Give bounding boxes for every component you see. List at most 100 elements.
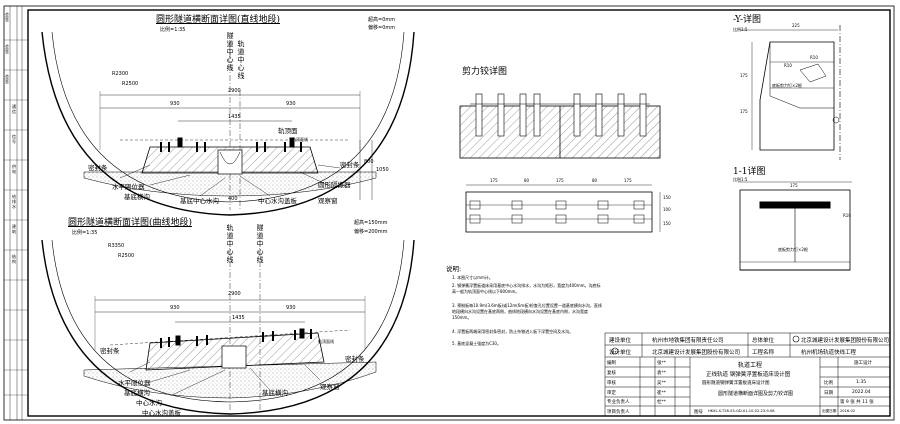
title-block-grid bbox=[604, 332, 891, 417]
notes-title: 说明: bbox=[446, 265, 462, 273]
tb-role-3: 审核 bbox=[607, 381, 616, 386]
tb-scale: 1:35 bbox=[856, 380, 867, 385]
detail-y-scale: 比例1:5 bbox=[733, 27, 748, 32]
curve-label-rail-top: 轨顶面线 bbox=[318, 339, 334, 344]
curve-section-title: 圆形隧道横断面详图(曲线地段) bbox=[68, 218, 193, 228]
curve-dim-1435: 1435 bbox=[232, 315, 245, 321]
shear-dim-2: 80 bbox=[524, 178, 530, 183]
straight-label-center-drain: 基底中心水沟 bbox=[180, 197, 219, 205]
notes-line-5: 5. 基底混凝土强度为C30。 bbox=[452, 341, 501, 346]
tb-drawing-title-4: 圆形隧道横断面详图及剪力铰详图 bbox=[718, 391, 794, 397]
straight-label-rail: 轨顶面 bbox=[278, 127, 298, 135]
strip-cell-6: 结构 bbox=[12, 254, 16, 264]
company-logo-icon bbox=[611, 335, 800, 355]
tb-name-4: 崔** bbox=[657, 391, 666, 396]
straight-tunnel-centerline-label: 隧道中心线 bbox=[226, 32, 234, 72]
tb-role-1: 编制 bbox=[607, 361, 616, 366]
curve-dim-930b: 930 bbox=[286, 305, 296, 311]
curve-label-base-drain: 基底横沟 bbox=[124, 389, 150, 397]
tb-scale-label: 比例 bbox=[824, 381, 833, 386]
shear-side-dim-3: 150 bbox=[663, 221, 671, 226]
tb-drawing-title-1: 轨道工程 bbox=[738, 362, 763, 369]
straight-label-observation: 观察窗 bbox=[318, 197, 338, 205]
straight-label-seal-right: 密封条 bbox=[340, 161, 360, 169]
tb-drawing-title-3: 圆形隧道钢弹簧浮置板道床设计图 bbox=[702, 381, 770, 386]
curve-dim-r3350: R3350 bbox=[108, 243, 125, 249]
shear-dim-1: 175 bbox=[490, 178, 498, 183]
tb-drawing-no-label: 图号 bbox=[694, 410, 703, 415]
notes-line-1: 1. 本图尺寸以mm计。 bbox=[452, 275, 493, 280]
detail-y-label-stud: 底板剪力钉×2根 bbox=[772, 83, 802, 88]
curve-label-center-cover: 中心水沟盖板 bbox=[142, 409, 181, 417]
straight-superelevation: 超高=0mm bbox=[368, 17, 396, 23]
curve-section-drawing bbox=[41, 239, 415, 415]
tb-stage: 施工设计 bbox=[854, 361, 872, 366]
tb-sheet: 第 9 张 共 11 张 bbox=[840, 400, 874, 405]
curve-dim-930a: 930 bbox=[170, 305, 180, 311]
straight-dim-r2300: R2300 bbox=[112, 71, 129, 77]
tb-issue-date-label: 出图日期 bbox=[822, 409, 837, 413]
detail-y-dim-r2: 175 bbox=[740, 109, 748, 114]
tb-general-value: 北京城建设计发展集团股份有限公司 bbox=[801, 338, 890, 344]
curve-label-seal-left: 密封条 bbox=[100, 347, 120, 355]
shear-hinge-title: 剪力铰详图 bbox=[462, 67, 508, 77]
straight-section-title: 圆形隧道横断面详图(直线地段) bbox=[156, 15, 281, 25]
curve-label-base-trench: 基底横沟 bbox=[262, 389, 288, 397]
detail-y-dim-top: 225 bbox=[792, 23, 800, 28]
tb-name-2: 袁** bbox=[657, 371, 666, 376]
tb-date-label: 日期 bbox=[824, 391, 833, 396]
straight-label-limiter: 水平限位器 bbox=[112, 183, 145, 191]
shear-dim-4: 80 bbox=[592, 178, 598, 183]
curve-label-limiter: 水平限位器 bbox=[118, 379, 151, 387]
straight-label-rail-top: 轨顶面线 bbox=[292, 137, 308, 142]
detail-11-dim-r10: R10 bbox=[843, 213, 851, 218]
straight-dim-930a: 930 bbox=[170, 101, 180, 107]
strip-cell-4: 给排水 bbox=[12, 194, 16, 209]
tb-client-label: 建设单位 bbox=[609, 338, 632, 344]
strip-cell-5: 建筑 bbox=[12, 224, 16, 234]
notes-line-3: 3. 预制板每10.9m(3.6m板)或12m(6m板)检查孔位置设置一道基底横… bbox=[452, 303, 602, 320]
curve-offset: 偏移=200mm bbox=[354, 229, 388, 235]
curve-label-center-drain: 中心水沟 bbox=[136, 399, 162, 407]
tb-date: 2022.04 bbox=[852, 390, 871, 395]
curve-label-observation: 观察窗 bbox=[320, 383, 340, 391]
strip-cell-3: 供电 bbox=[12, 164, 16, 174]
detail-y-dim-r1: 175 bbox=[740, 73, 748, 78]
detail-11-scale: 比例1:5 bbox=[733, 177, 748, 182]
tb-name-5: 杜** bbox=[657, 400, 666, 405]
tb-designer-label: 设计单位 bbox=[609, 350, 632, 356]
notes-line-4: 4. 浮置板两端采用密封条密封，防止杂物进入板下浮置空间及水沟。 bbox=[452, 329, 574, 334]
straight-section-drawing bbox=[41, 31, 415, 216]
tb-role-5: 专业负责人 bbox=[607, 400, 630, 405]
detail-11-label-stud: 底板剪力钉×2根 bbox=[778, 247, 808, 252]
tb-general-label: 总体单位 bbox=[752, 338, 775, 344]
detail-y-label-r10b: R10 bbox=[784, 63, 792, 68]
curve-dim-2900: 2900 bbox=[228, 291, 241, 297]
straight-section-scale: 比例=1:35 bbox=[160, 27, 186, 33]
straight-dim-r2500: R2500 bbox=[122, 81, 139, 87]
straight-dim-800: 800 bbox=[364, 159, 374, 165]
strip-top-3: 会签 bbox=[5, 74, 9, 84]
tb-name-3: 吴** bbox=[657, 381, 666, 386]
tb-name-1: 张** bbox=[657, 361, 666, 366]
detail-1-1-drawing bbox=[738, 181, 852, 271]
tb-designer-value: 北京城建设计发展集团股份有限公司 bbox=[652, 350, 741, 356]
straight-dim-2900: 2900 bbox=[228, 88, 241, 94]
detail-y-title: -Y-详图 bbox=[733, 15, 762, 25]
straight-track-centerline-label: 轨道中心线 bbox=[237, 40, 245, 80]
notes-line-2: 2. 钢弹簧浮置板道床采用基底中心水沟排水，水沟为矩形，宽度为400mm。沟底标… bbox=[452, 283, 601, 294]
straight-dim-1050: 1050 bbox=[376, 167, 389, 173]
detail-11-dim-175: 175 bbox=[790, 183, 798, 188]
tb-role-4: 审定 bbox=[607, 391, 616, 396]
strip-top-1: 会签 bbox=[5, 12, 9, 22]
shear-dim-5: 175 bbox=[624, 178, 632, 183]
tb-role-2: 复核 bbox=[607, 371, 616, 376]
curve-label-seal-right: 密封条 bbox=[345, 355, 365, 363]
tb-role-6: 项目负责人 bbox=[607, 410, 630, 415]
straight-label-seal-left: 密封条 bbox=[88, 164, 108, 172]
detail-y-drawing bbox=[740, 25, 841, 160]
straight-dim-1435: 1435 bbox=[228, 114, 241, 120]
straight-dim-400: 400 bbox=[228, 196, 238, 202]
tb-project-label: 工程名称 bbox=[752, 350, 775, 356]
